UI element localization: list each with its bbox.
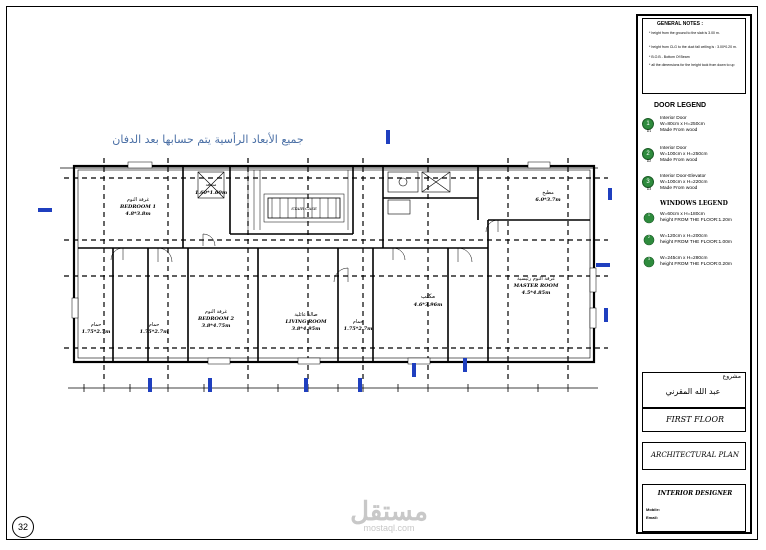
window-2-height: height FROM THE FLOOR:1.00m — [660, 240, 732, 245]
room-5-ar: غرفة النوم رئيسية — [517, 276, 555, 282]
window-3-height: height FROM THE FLOOR:0.20m — [660, 262, 732, 267]
room-7-size: 1.75*2.7m — [82, 329, 111, 335]
door-d2-size: W=100cm x H=250cm — [660, 152, 708, 157]
room-6-size: 6.0*3.7m — [535, 197, 560, 203]
room-10-ar: مصعد — [206, 183, 217, 188]
room-4-ar: مكتب — [421, 293, 435, 300]
door-swings — [110, 219, 499, 283]
window-2-code: 2 — [648, 235, 650, 239]
owner-name: عبد الله المقرني — [665, 387, 721, 396]
room-8-size: 1.75*2.7m — [140, 329, 169, 335]
window-legend-1: 1 W=60cm x H=180cm height FROM THE FLOOR… — [642, 212, 746, 234]
window-1-icon — [643, 212, 655, 224]
door-d1-code: D1 — [646, 129, 652, 133]
window-2-size: W=120cm x H=200cm — [660, 234, 708, 239]
window-symbols — [71, 161, 597, 365]
general-notes-title: GENERAL NOTES : — [657, 21, 704, 27]
door-legend-d1: 1 D1 Interior Door W=80cm x H=250cm Made… — [642, 116, 746, 138]
door-legend-title: DOOR LEGEND — [654, 102, 707, 109]
window-1-code: 1 — [648, 213, 650, 217]
door-d1-material: Made From wood — [660, 128, 698, 133]
plan-header-note: جميع الأبعاد الرأسية يتم حسابها بعد الدف… — [112, 132, 303, 146]
room-2-size: 3.8*4.75m — [202, 323, 231, 329]
stair-label: STAIR CASE — [291, 206, 317, 211]
general-note-3: * B.O.B - Bottom Of Beam — [649, 55, 690, 59]
room-7-ar: حمام — [91, 322, 102, 328]
window-3-icon — [643, 256, 655, 268]
door-d2-type: Interior Door — [660, 146, 687, 151]
door-legend-d2: 2 D2 Interior Door W=100cm x H=250cm Mad… — [642, 146, 746, 168]
door-d3-type: Interior Door-Elevator — [660, 174, 706, 179]
room-1-ar: غرفة النوم — [127, 197, 150, 203]
door-d3-size: W=100cm x H=220cm — [660, 180, 708, 185]
room-1-size: 4.8*3.8m — [125, 211, 150, 217]
door-d3-icon: 3 — [642, 176, 654, 188]
drawing-title: ARCHITECTURAL PLAN — [651, 451, 739, 459]
room-3-en: LIVING ROOM — [284, 319, 327, 325]
window-3-size: W=245cm x H=280cm — [660, 256, 708, 261]
watermark-logo: مستقل — [350, 496, 428, 526]
email-label: Email: — [646, 515, 659, 520]
room-3-ar: صالة عائلية — [294, 312, 317, 318]
door-d1-icon: 1 — [642, 118, 654, 130]
floor-plan: جميع الأبعاد الرأسية يتم حسابها بعد الدف… — [8, 8, 620, 538]
designer-title: INTERIOR DESIGNER — [657, 490, 733, 497]
room-5-en: MASTER ROOM — [513, 283, 559, 289]
room-10-size: 1.60*1.60m — [195, 190, 227, 196]
designer-box: INTERIOR DESIGNER Mobile: Email: — [642, 484, 746, 532]
title-block: GENERAL NOTES : * height from the ground… — [636, 14, 752, 534]
room-6-ar: مطبخ — [542, 190, 554, 196]
grid-lines — [64, 158, 608, 380]
outer-walls — [72, 164, 596, 364]
general-notes-box: GENERAL NOTES : * height from the ground… — [642, 18, 746, 94]
room-9-size: 1.75*2.7m — [344, 326, 373, 332]
room-5-size: 4.5*4.85m — [522, 290, 551, 296]
room-1-en: BEDROOM 1 — [119, 204, 156, 210]
drawing-title-box: ARCHITECTURAL PLAN — [642, 442, 746, 470]
window-legend-3: 3 W=245cm x H=280cm height FROM THE FLOO… — [642, 256, 746, 278]
door-d3-material: Made From wood — [660, 186, 698, 191]
window-3-code: 3 — [648, 257, 650, 261]
general-note-4: * all the dimensions for the height took… — [649, 63, 735, 67]
room-2-ar: غرفة النوم — [205, 309, 228, 315]
door-legend-d3: 3 D3 Interior Door-Elevator W=100cm x H=… — [642, 174, 746, 196]
drawing-sheet — [6, 6, 758, 540]
elevator — [197, 171, 225, 199]
room-4-size: 4.6*3.96m — [414, 302, 443, 308]
door-d3-code: D3 — [646, 187, 652, 191]
door-d1-type: Interior Door — [660, 116, 687, 121]
room-9-ar: حمام — [353, 319, 364, 325]
room-labels: غرفة النوم BEDROOM 1 4.8*3.8m غرفة النوم… — [82, 183, 561, 335]
general-note-1: * height from the ground to the slab is … — [649, 31, 720, 35]
door-d2-icon: 2 — [642, 148, 654, 160]
project-box: مشروع عبد الله المقرني — [642, 372, 746, 408]
project-label: مشروع — [722, 373, 741, 380]
room-3-size: 3.8*4.95m — [292, 326, 321, 332]
general-note-2: * height from CLG to the duct fall ceili… — [649, 45, 737, 49]
watermark: مستقل mostaql.com — [334, 498, 444, 533]
window-1-size: W=60cm x H=180cm — [660, 212, 705, 217]
door-d2-code: D2 — [646, 159, 652, 163]
kitchen-fixtures — [387, 171, 451, 215]
plan-drawing: جميع الأبعاد الرأسية يتم حسابها بعد الدف… — [38, 130, 612, 392]
door-d1-size: W=80cm x H=250cm — [660, 122, 705, 127]
level-tags — [38, 130, 612, 392]
room-8-ar: حمام — [149, 322, 160, 328]
watermark-url: mostaql.com — [363, 523, 415, 533]
door-d2-material: Made From wood — [660, 158, 698, 163]
windows-legend-title: WINDOWS LEGEND — [660, 200, 728, 207]
room-2-en: BEDROOM 2 — [197, 316, 235, 322]
window-2-icon — [643, 234, 655, 246]
page-number: 32 — [12, 516, 34, 538]
mobile-label: Mobile: — [646, 507, 660, 512]
floor-title-box: FIRST FLOOR — [642, 408, 746, 432]
window-1-height: height FROM THE FLOOR:1.20m — [660, 218, 732, 223]
staircase — [247, 170, 349, 230]
window-legend-2: 2 W=120cm x H=200cm height FROM THE FLOO… — [642, 234, 746, 256]
floor-title: FIRST FLOOR — [665, 415, 725, 424]
